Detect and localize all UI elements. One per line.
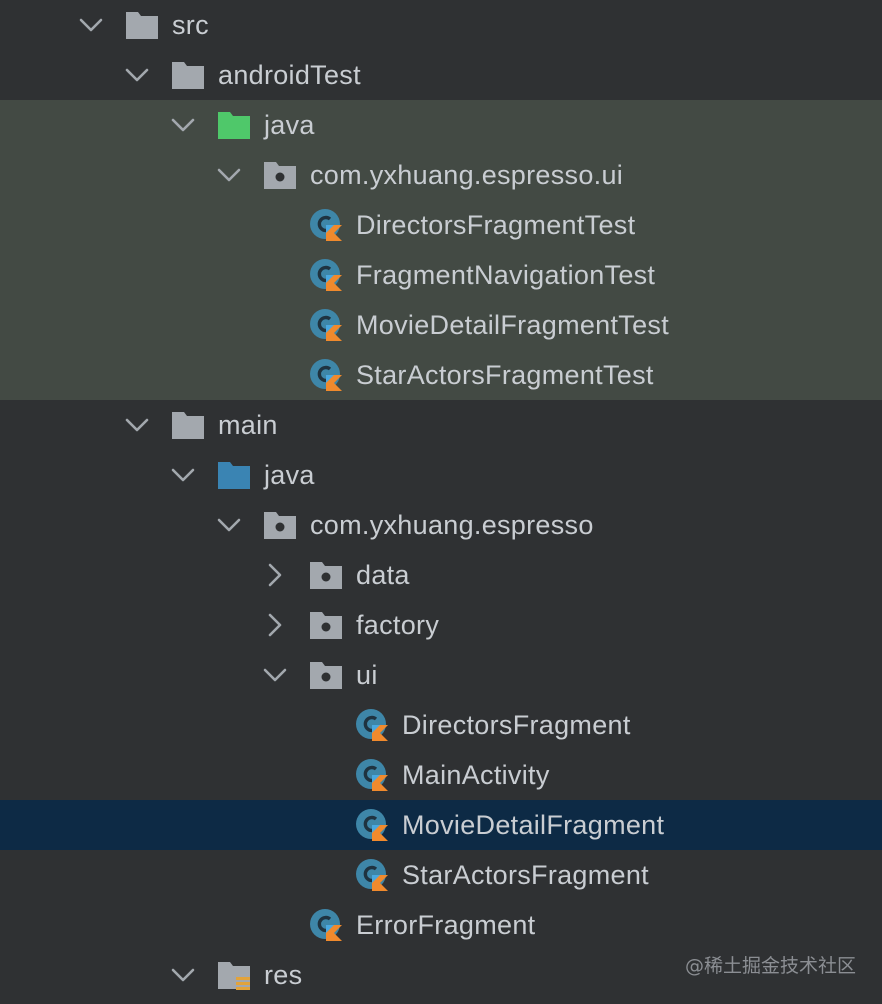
tree-row-class[interactable]: MainActivity xyxy=(0,750,882,800)
kotlin-class-icon xyxy=(354,807,390,843)
tree-row-label: data xyxy=(356,560,410,590)
kotlin-class-icon xyxy=(354,757,390,793)
tree-row-label: com.yxhuang.espresso xyxy=(310,510,594,540)
chevron-down-icon[interactable] xyxy=(260,660,290,690)
chevron-down-icon[interactable] xyxy=(168,960,198,990)
chevron-right-icon[interactable] xyxy=(260,560,290,590)
tree-row-label: src xyxy=(172,10,209,40)
chevron-right-icon[interactable] xyxy=(260,610,290,640)
resources-folder-icon xyxy=(216,957,252,993)
package-folder-icon xyxy=(308,607,344,643)
kotlin-class-icon xyxy=(308,307,344,343)
kotlin-class-icon xyxy=(308,907,344,943)
tree-row-label: res xyxy=(264,960,303,990)
watermark: @稀土掘金技术社区 xyxy=(684,955,856,977)
package-folder-icon xyxy=(262,507,298,543)
kotlin-class-icon xyxy=(308,207,344,243)
tree-row-test-java[interactable]: java xyxy=(0,100,882,150)
package-folder-icon xyxy=(262,157,298,193)
tree-row-label: androidTest xyxy=(218,60,361,90)
tree-row-package-main[interactable]: com.yxhuang.espresso xyxy=(0,500,882,550)
folder-icon xyxy=(170,57,206,93)
tree-row-label: MainActivity xyxy=(402,760,550,790)
tree-row-class[interactable]: StarActorsFragment xyxy=(0,850,882,900)
tree-row-class[interactable]: StarActorsFragmentTest xyxy=(0,350,882,400)
tree-row-main-java[interactable]: java xyxy=(0,450,882,500)
package-folder-icon xyxy=(308,657,344,693)
tree-row-class[interactable]: MovieDetailFragmentTest xyxy=(0,300,882,350)
tree-row-label: MovieDetailFragment xyxy=(402,810,665,840)
tree-row-src[interactable]: src xyxy=(0,0,882,50)
tree-row-label: StarActorsFragment xyxy=(402,860,649,890)
tree-row-class-selected[interactable]: MovieDetailFragment xyxy=(0,800,882,850)
package-folder-icon xyxy=(308,557,344,593)
tree-row-label: ErrorFragment xyxy=(356,910,536,940)
tree-row-class[interactable]: DirectorsFragmentTest xyxy=(0,200,882,250)
tree-row-class[interactable]: ErrorFragment xyxy=(0,900,882,950)
tree-row-label: DirectorsFragment xyxy=(402,710,631,740)
tree-row-res[interactable]: res xyxy=(0,950,882,1000)
tree-row-class[interactable]: FragmentNavigationTest xyxy=(0,250,882,300)
tree-row-label: DirectorsFragmentTest xyxy=(356,210,636,240)
chevron-down-icon[interactable] xyxy=(76,10,106,40)
chevron-down-icon[interactable] xyxy=(168,460,198,490)
tree-row-label: java xyxy=(264,460,315,490)
tree-row-label: com.yxhuang.espresso.ui xyxy=(310,160,624,190)
tree-row-label: main xyxy=(218,410,278,440)
chevron-down-icon[interactable] xyxy=(214,510,244,540)
tree-row-label: factory xyxy=(356,610,440,640)
kotlin-class-icon xyxy=(308,357,344,393)
tree-row-label: ui xyxy=(356,660,378,690)
folder-icon xyxy=(170,407,206,443)
chevron-down-icon[interactable] xyxy=(214,160,244,190)
tree-row-label: MovieDetailFragmentTest xyxy=(356,310,670,340)
chevron-down-icon[interactable] xyxy=(122,410,152,440)
tree-row-label: StarActorsFragmentTest xyxy=(356,360,654,390)
tree-row-package-data[interactable]: data xyxy=(0,550,882,600)
test-source-root-folder-icon xyxy=(216,107,252,143)
kotlin-class-icon xyxy=(354,707,390,743)
folder-icon xyxy=(124,7,160,43)
chevron-down-icon[interactable] xyxy=(168,110,198,140)
kotlin-class-icon xyxy=(354,857,390,893)
tree-row-class[interactable]: DirectorsFragment xyxy=(0,700,882,750)
tree-row-main[interactable]: main xyxy=(0,400,882,450)
tree-row-label: java xyxy=(264,110,315,140)
tree-row-package-factory[interactable]: factory xyxy=(0,600,882,650)
tree-row-androidtest[interactable]: androidTest xyxy=(0,50,882,100)
source-root-folder-icon xyxy=(216,457,252,493)
tree-row-package-test-ui[interactable]: com.yxhuang.espresso.ui xyxy=(0,150,882,200)
tree-row-label: FragmentNavigationTest xyxy=(356,260,656,290)
chevron-down-icon[interactable] xyxy=(122,60,152,90)
tree-row-package-ui[interactable]: ui xyxy=(0,650,882,700)
kotlin-class-icon xyxy=(308,257,344,293)
